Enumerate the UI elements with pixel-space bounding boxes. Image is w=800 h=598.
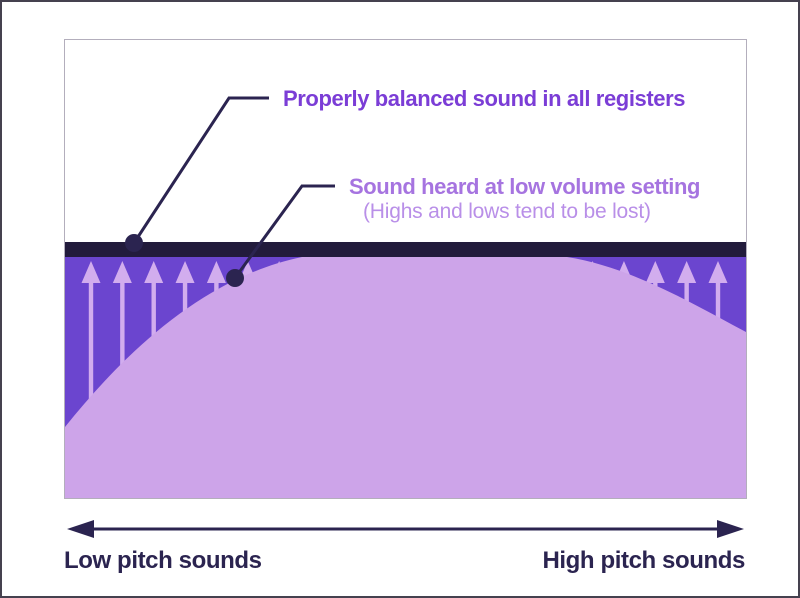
low-volume-dome xyxy=(65,257,746,498)
left-arrowhead-icon xyxy=(67,520,94,538)
low-volume-label: Sound heard at low volume setting xyxy=(349,174,701,199)
pitch-axis-arrow xyxy=(67,520,744,538)
balanced-sound-label: Properly balanced sound in all registers xyxy=(283,86,686,111)
callout-dot-low-volume xyxy=(226,269,244,287)
up-arrow xyxy=(81,261,101,490)
callout-line-low-volume xyxy=(233,184,335,279)
callout-line-balanced xyxy=(132,96,269,244)
right-arrowhead-icon xyxy=(717,520,744,538)
callout-dot-balanced xyxy=(125,234,143,252)
low-pitch-label: Low pitch sounds xyxy=(64,547,262,574)
figure-box xyxy=(64,39,747,499)
low-volume-sublabel: (Highs and lows tend to be lost) xyxy=(363,200,651,223)
pitch-axis xyxy=(64,516,747,542)
high-pitch-label: High pitch sounds xyxy=(542,547,745,574)
balanced-sound-bar xyxy=(65,242,746,257)
figure-graphic xyxy=(65,96,746,498)
